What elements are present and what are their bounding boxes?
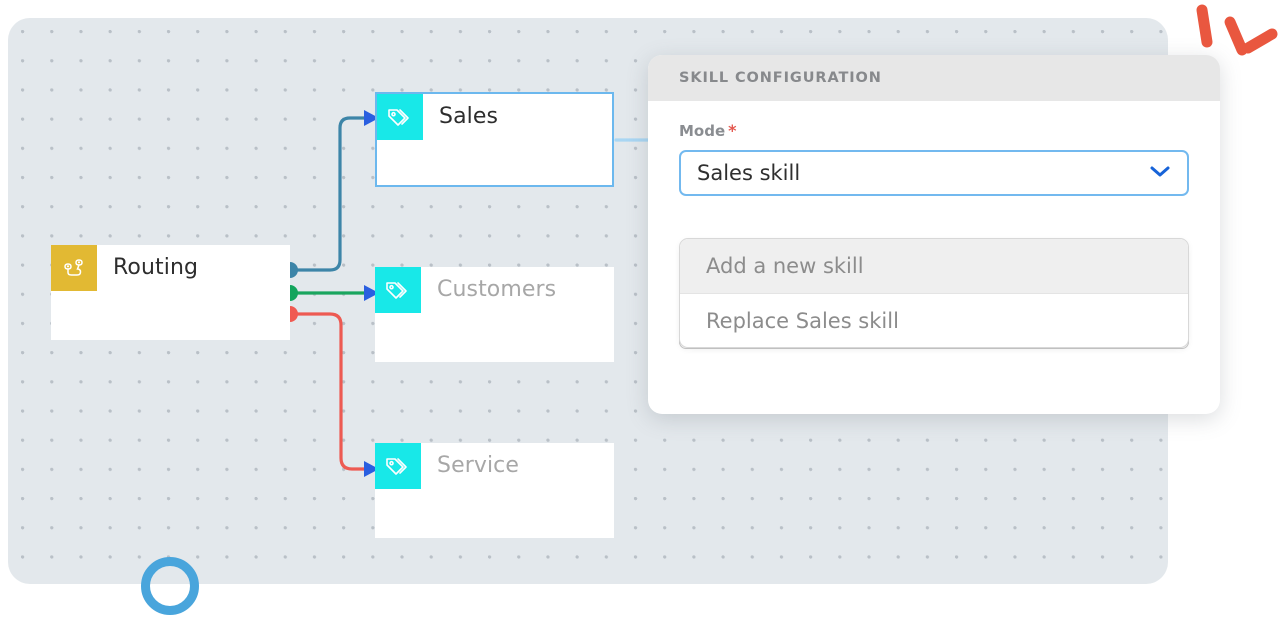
node-header: Customers <box>375 267 614 313</box>
mode-label-row: Mode* <box>679 121 1189 140</box>
node-label: Service <box>437 453 520 478</box>
tag-icon <box>377 94 423 140</box>
arrowhead-service <box>364 461 379 477</box>
tag-icon <box>375 443 421 489</box>
skill-configuration-panel: SKILL CONFIGURATION Mode* Sales skill Ad… <box>648 55 1220 414</box>
cursor-ring <box>141 557 199 615</box>
mode-label: Mode <box>679 122 726 140</box>
route-icon <box>51 245 97 291</box>
panel-body: Mode* Sales skill <box>648 101 1220 196</box>
required-asterisk: * <box>728 121 737 140</box>
arrowhead-sales <box>364 110 379 126</box>
chevron-down-icon[interactable] <box>1147 163 1173 183</box>
mode-options-list[interactable]: Add a new skill Replace Sales skill <box>679 238 1189 348</box>
mode-option-label: Add a new skill <box>706 254 864 278</box>
mode-select[interactable]: Sales skill <box>679 150 1189 196</box>
node-header: Service <box>375 443 614 489</box>
node-service[interactable]: Service <box>375 443 614 538</box>
tag-icon <box>375 267 421 313</box>
arrowhead-customers <box>364 285 379 301</box>
edge-routing-sales <box>288 116 368 272</box>
mode-option-label: Replace Sales skill <box>706 308 899 333</box>
mode-option-replace-sales-skill[interactable]: Replace Sales skill <box>680 293 1188 347</box>
node-label: Customers <box>437 277 557 302</box>
mode-select-value: Sales skill <box>697 161 801 185</box>
node-label: Routing <box>113 255 199 280</box>
node-sales[interactable]: Sales <box>375 92 614 187</box>
node-customers[interactable]: Customers <box>375 267 614 362</box>
mode-option-add-new-skill[interactable]: Add a new skill <box>680 239 1188 293</box>
edge-routing-service <box>288 312 368 471</box>
panel-header: SKILL CONFIGURATION <box>648 55 1220 101</box>
node-routing[interactable]: Routing <box>51 245 290 340</box>
node-label: Sales <box>439 104 499 129</box>
panel-title: SKILL CONFIGURATION <box>679 70 882 86</box>
node-header: Routing <box>51 245 290 291</box>
node-header: Sales <box>377 94 612 140</box>
burst-marks <box>1196 4 1278 56</box>
